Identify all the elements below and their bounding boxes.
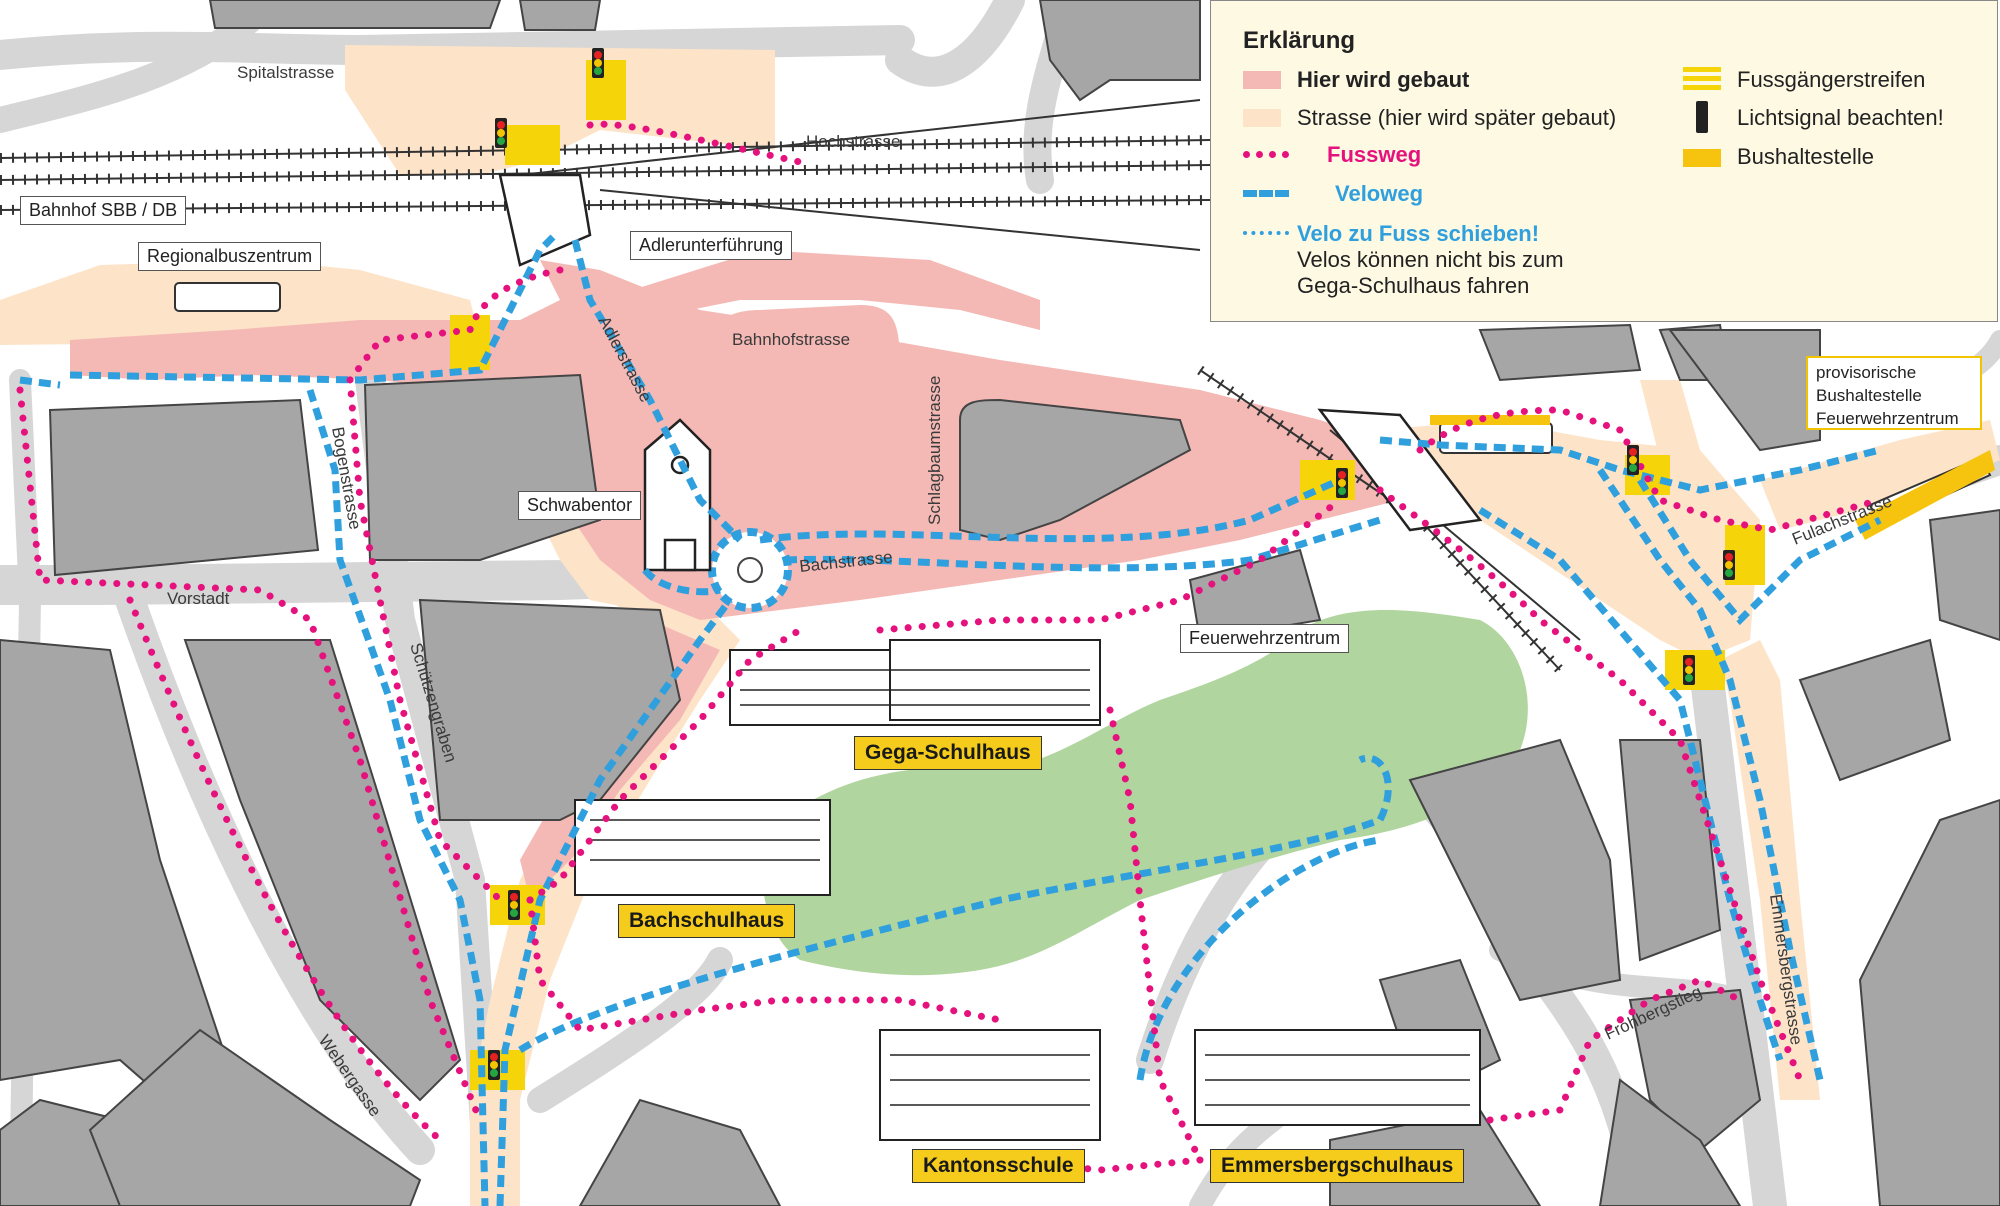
legend-bikepath: Veloweg: [1335, 181, 1424, 206]
label-schwabentor: Schwabentor: [518, 491, 642, 520]
street-label-bahnhofstrasse: Bahnhofstrasse: [732, 330, 850, 349]
school-label-emmersberg: Emmersbergschulhaus: [1210, 1149, 1465, 1183]
school-label-gega: Gega-Schulhaus: [854, 736, 1042, 770]
legend-later-construction: Strasse (hier wird später gebaut): [1297, 105, 1617, 130]
legend-footpath: Fussweg: [1327, 142, 1422, 167]
legend-swatch-later: [1243, 109, 1281, 127]
label-feuerwehrzentrum: Feuerwehrzentrum: [1180, 624, 1350, 653]
label-regionalbuszentrum: Regionalbuszentrum: [138, 242, 322, 271]
legend-swatch-bikepath: [1243, 190, 1289, 197]
traffic-lights: [488, 48, 1735, 1080]
legend-construction: Hier wird gebaut: [1297, 67, 1470, 92]
legend-bus-stop: Bushaltestelle: [1737, 144, 1874, 169]
legend-swatch-traffic-light: [1696, 101, 1708, 133]
legend-swatch-crosswalk: [1683, 67, 1721, 91]
school-label-kantonsschule: Kantonsschule: [912, 1149, 1085, 1183]
street-label-hochstrasse: Hochstrasse: [806, 132, 900, 151]
legend-swatch-footpath: [1243, 151, 1289, 158]
legend: Erklärung Hier wird gebaut Strasse (hier…: [1210, 0, 1998, 322]
legend-push-title: Velo zu Fuss schieben!: [1297, 221, 1540, 246]
street-label-schlagbaumstrasse: Schlagbaumstrasse: [925, 376, 944, 525]
school-buildings: [574, 639, 1481, 1141]
legend-swatch-construction: [1243, 71, 1281, 89]
legend-crosswalk: Fussgängerstreifen: [1737, 67, 1926, 92]
label-provisional-bus-stop: provisorische Bushaltestelle Feuerwehrze…: [1806, 356, 1982, 430]
park: [760, 610, 1528, 976]
street-label-spitalstrasse: Spitalstrasse: [237, 63, 334, 82]
legend-swatch-bus-stop: [1683, 149, 1721, 167]
prov-line-2: Bushaltestelle: [1816, 386, 1922, 405]
bus-stops: [1430, 415, 1995, 540]
school-label-bach: Bachschulhaus: [618, 904, 796, 938]
roundabout: [708, 528, 792, 612]
railway-tracks: [0, 99, 1581, 674]
street-label-vorstadt: Vorstadt: [167, 589, 230, 608]
legend-traffic-light: Lichtsignal beachten!: [1737, 105, 1944, 130]
legend-push-line1: Velos können nicht bis zum: [1297, 247, 1564, 272]
legend-title: Erklärung: [1243, 27, 1356, 54]
school-windows: [590, 669, 1470, 1106]
legend-swatch-push: [1243, 231, 1289, 235]
prov-line-1: provisorische: [1816, 363, 1917, 382]
bike-paths: [19, 232, 1882, 1206]
legend-push-line2: Gega-Schulhaus fahren: [1297, 273, 1530, 298]
label-adlerunterfuehrung: Adlerunterführung: [630, 231, 793, 260]
label-bahnhof: Bahnhof SBB / DB: [20, 196, 187, 225]
prov-line-3: Feuerwehrzentrum: [1816, 409, 1959, 428]
